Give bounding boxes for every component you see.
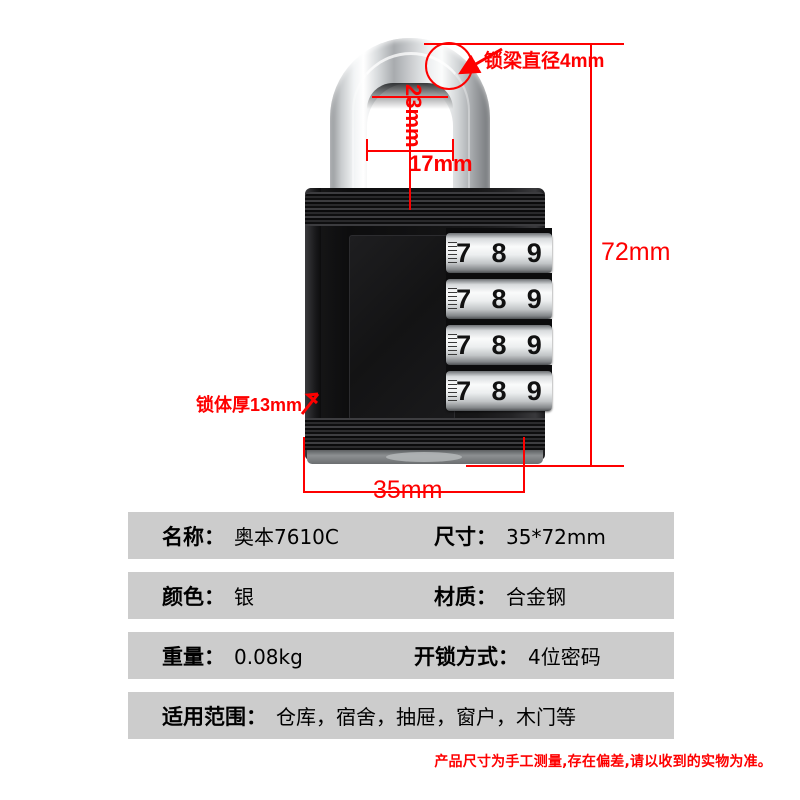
shackle-width-left-tick xyxy=(366,139,368,161)
dial-digit: 8 xyxy=(491,329,507,360)
overall-width-dim-line xyxy=(303,491,525,493)
dial-digits-2: 7 8 9 xyxy=(446,279,552,319)
padlock-bottom-ridges xyxy=(305,418,545,450)
table-row: 颜色： 银 材质： 合金钢 xyxy=(128,572,674,619)
overall-height-label: 72mm xyxy=(601,238,671,266)
overall-width-left-tick xyxy=(303,437,305,493)
spec-label: 重量： xyxy=(162,644,225,669)
top-reference-line xyxy=(424,43,590,45)
dial-digit: 7 xyxy=(456,329,472,360)
shackle-clearance-height-label: 23mm xyxy=(401,84,426,148)
dial-tick-marks xyxy=(448,334,457,356)
spec-label: 名称： xyxy=(162,524,225,549)
dial-digits-4: 7 8 9 xyxy=(446,371,552,411)
dial-digit: 7 xyxy=(456,237,472,268)
shackle-highlight xyxy=(352,52,470,202)
spec-cell-color: 颜色： 银 xyxy=(162,581,254,611)
measurement-disclaimer: 产品尺寸为手工测量,存在偏差,请以收到的实物为准。 xyxy=(434,754,772,770)
spec-cell-applications: 适用范围： 仓库，宿舍，抽屉，窗户，木门等 xyxy=(162,701,576,731)
dial-digits-3: 7 8 9 xyxy=(446,325,552,365)
spec-cell-material: 材质： 合金钢 xyxy=(434,581,566,611)
table-row: 重量： 0.08kg 开锁方式： 4位密码 xyxy=(128,632,674,679)
spec-cell-size: 尺寸： 35*72mm xyxy=(434,521,606,551)
spec-label: 开锁方式： xyxy=(414,644,519,669)
spec-value: 0.08kg xyxy=(234,644,303,669)
dial-digit: 7 xyxy=(456,375,472,406)
product-photo: 7 8 9 7 8 9 7 8 9 7 xyxy=(196,38,671,504)
dial-digit: 7 xyxy=(456,283,472,314)
table-row: 适用范围： 仓库，宿舍，抽屉，窗户，木门等 xyxy=(128,692,674,739)
shackle-diameter-label: 锁梁直径4mm xyxy=(484,51,605,72)
shackle-inner-width-label: 17mm xyxy=(409,151,473,176)
dial-tick-marks xyxy=(448,242,457,264)
combination-dial-4[interactable]: 7 8 9 xyxy=(446,371,552,411)
shackle-width-right-tick xyxy=(452,139,454,161)
spec-label: 尺寸： xyxy=(434,524,497,549)
shackle-diameter-arrow-icon xyxy=(458,47,503,75)
spec-value: 35*72mm xyxy=(506,524,606,549)
combination-dial-1[interactable]: 7 8 9 xyxy=(446,233,552,273)
padlock-top-ridges xyxy=(305,192,545,226)
dial-digit: 8 xyxy=(491,237,507,268)
spec-label: 颜色： xyxy=(162,584,225,609)
spec-value: 合金钢 xyxy=(506,584,566,609)
center-guide-line xyxy=(409,168,411,210)
shackle-width-dim-line xyxy=(366,150,452,152)
padlock-base-oval xyxy=(386,452,462,462)
dial-tick-marks xyxy=(448,380,457,402)
dial-digits-1: 7 8 9 xyxy=(446,233,552,273)
dial-digit: 8 xyxy=(491,283,507,314)
spec-value: 4位密码 xyxy=(528,644,601,669)
table-row: 名称： 奥本7610C 尺寸： 35*72mm xyxy=(128,512,674,559)
padlock-body-left-edge xyxy=(305,188,321,460)
combination-dial-3[interactable]: 7 8 9 xyxy=(446,325,552,365)
spec-value: 银 xyxy=(234,584,254,609)
dial-digit: 9 xyxy=(526,375,542,406)
combination-dial-2[interactable]: 7 8 9 xyxy=(446,279,552,319)
dial-digit: 9 xyxy=(526,283,542,314)
spec-cell-weight: 重量： 0.08kg xyxy=(162,641,303,671)
body-thickness-label: 锁体厚13mm xyxy=(196,395,303,415)
shackle-height-dim-line xyxy=(409,96,411,168)
overall-width-label: 35mm xyxy=(373,476,443,504)
overall-height-top-tick xyxy=(556,43,624,45)
spec-label: 材质： xyxy=(434,584,497,609)
spec-label: 适用范围： xyxy=(162,704,267,729)
body-thickness-arrow-icon xyxy=(300,392,320,415)
padlock-front-panel xyxy=(349,235,455,420)
specification-table: 名称： 奥本7610C 尺寸： 35*72mm 颜色： 银 材质： 合金钢 重量… xyxy=(128,512,674,752)
spec-value: 仓库，宿舍，抽屉，窗户，木门等 xyxy=(276,704,576,729)
spec-value: 奥本7610C xyxy=(234,524,339,549)
dial-digit: 9 xyxy=(526,329,542,360)
shackle-height-top-tick xyxy=(372,96,448,98)
dial-tick-marks xyxy=(448,288,457,310)
bottom-reference-line xyxy=(466,465,592,467)
spec-cell-unlock-method: 开锁方式： 4位密码 xyxy=(414,641,601,671)
spec-cell-name: 名称： 奥本7610C xyxy=(162,521,339,551)
overall-height-dim-line xyxy=(590,43,592,467)
dial-digit: 8 xyxy=(491,375,507,406)
dial-digit: 9 xyxy=(526,237,542,268)
